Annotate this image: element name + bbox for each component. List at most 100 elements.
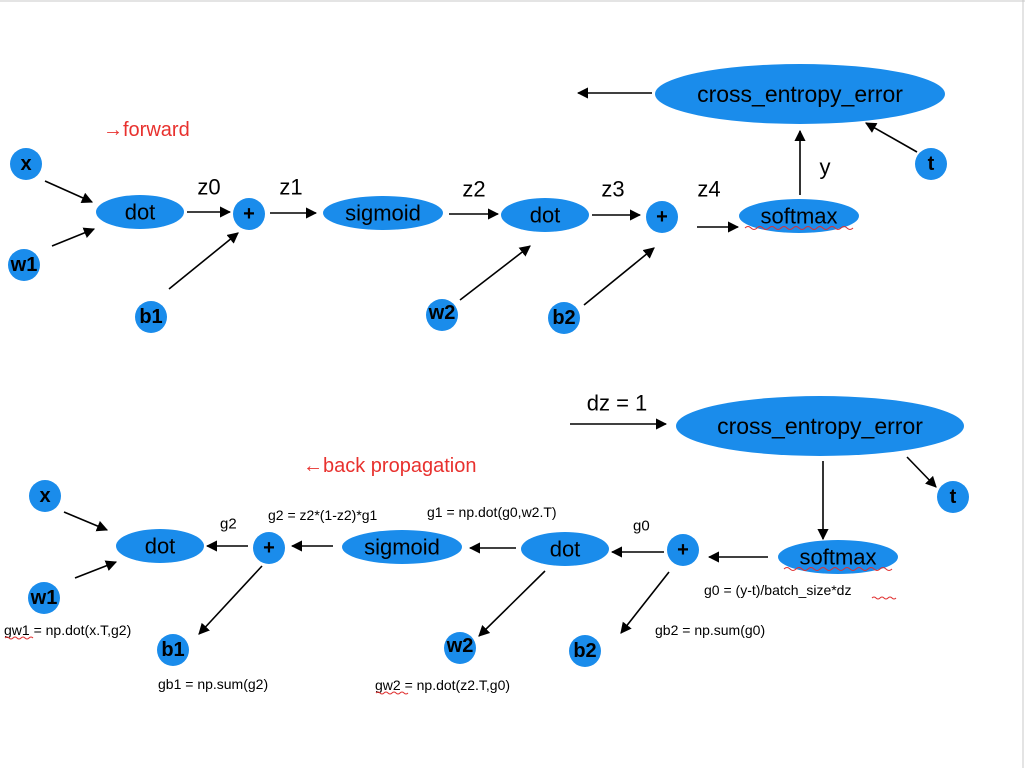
node-shape xyxy=(655,64,945,124)
node-label: t xyxy=(928,153,935,175)
backward-edges xyxy=(63,418,937,637)
forward-node-cee: cross_entropy_error xyxy=(655,64,945,124)
node-label: x xyxy=(20,153,31,175)
backward-node-w2: w2 xyxy=(444,632,476,664)
dz-label: dz = 1 xyxy=(587,391,648,416)
node-label: cross_entropy_error xyxy=(717,413,923,439)
node-shape xyxy=(233,198,265,230)
node-label: w1 xyxy=(10,254,38,276)
forward-node-b1: b1 xyxy=(135,301,167,333)
formula-g0: g0 = (y-t)/batch_size*dz xyxy=(704,582,851,598)
backward-node-dot2: dot xyxy=(521,532,609,566)
node-shape xyxy=(501,198,589,232)
spellcheck-underline xyxy=(783,567,893,571)
forward-node-w2: w2 xyxy=(426,299,458,331)
edge-label-y: y xyxy=(820,155,831,180)
arrow-x-dot xyxy=(44,180,94,204)
arrow-plus-b2 xyxy=(620,571,670,634)
forward-node-w1: w1 xyxy=(8,249,40,281)
node-shape xyxy=(915,148,947,180)
arrow-t-cee xyxy=(865,122,918,153)
backward-node-b2: b2 xyxy=(569,635,601,667)
formula-g1: g1 = np.dot(g0,w2.T) xyxy=(427,504,557,520)
edge-label-z4: z4 xyxy=(697,177,720,202)
node-label: x xyxy=(39,485,50,507)
formula-gw2: gw2 = np.dot(z2.T,g0) xyxy=(375,677,510,693)
backward-node-plus2: + xyxy=(667,534,699,566)
formula-gb1: gb1 = np.sum(g2) xyxy=(158,676,268,692)
node-label: dot xyxy=(530,203,561,228)
spellcheck-underline-gw1 xyxy=(4,636,34,640)
node-label: b2 xyxy=(573,640,596,662)
node-shape xyxy=(342,530,462,564)
backward-node-b1: b1 xyxy=(157,634,189,666)
formula-gb2: gb2 = np.sum(g0) xyxy=(655,622,765,638)
node-shape xyxy=(444,632,476,664)
arrow-b2-plus xyxy=(583,247,655,306)
arrow-cee-t xyxy=(906,456,937,488)
arrow-dot-w2 xyxy=(478,570,546,637)
forward-node-t: t xyxy=(915,148,947,180)
forward-node-b2: b2 xyxy=(548,302,580,334)
spellcheck-underline-dz xyxy=(871,596,897,600)
forward-node-x: x xyxy=(10,148,42,180)
forward-node-plus1: + xyxy=(233,198,265,230)
node-label: + xyxy=(263,537,275,559)
node-label: w2 xyxy=(428,302,456,324)
node-label: w1 xyxy=(30,587,58,609)
edge-label-z3: z3 xyxy=(601,177,624,202)
node-shape xyxy=(253,532,285,564)
node-shape xyxy=(426,299,458,331)
node-shape xyxy=(937,481,969,513)
node-label: + xyxy=(656,206,668,228)
node-label: dot xyxy=(550,537,581,562)
forward-title: →forward xyxy=(103,119,190,141)
arrow-b1-plus xyxy=(168,232,239,290)
edge-label-z2: z2 xyxy=(462,177,485,202)
node-shape xyxy=(646,201,678,233)
backward-node-x: x xyxy=(29,480,61,512)
backward-node-cee: cross_entropy_error xyxy=(676,396,964,456)
node-shape xyxy=(29,480,61,512)
node-label: sigmoid xyxy=(364,535,440,560)
edge-label-z0: z0 xyxy=(197,175,220,200)
arrow-w2-dot xyxy=(459,245,531,301)
backward-node-plus1: + xyxy=(253,532,285,564)
backward-node-sigmoid: sigmoid xyxy=(342,530,462,564)
node-label: b1 xyxy=(139,306,162,328)
node-shape xyxy=(8,249,40,281)
forward-node-dot2: dot xyxy=(501,198,589,232)
node-shape xyxy=(10,148,42,180)
node-shape xyxy=(739,199,859,233)
formula-gw1: gw1 = np.dot(x.T,g2) xyxy=(4,622,131,638)
node-shape xyxy=(569,635,601,667)
node-shape xyxy=(667,534,699,566)
node-label: w2 xyxy=(446,635,474,657)
node-label: softmax xyxy=(760,204,837,229)
node-label: + xyxy=(243,203,255,225)
arrow-w1-dot xyxy=(51,227,96,247)
arrow-plus-b1 xyxy=(198,565,263,635)
node-label: b1 xyxy=(161,639,184,661)
spellcheck-underline-gw2 xyxy=(375,691,409,695)
node-label: dot xyxy=(125,200,156,225)
node-label: dot xyxy=(145,534,176,559)
formula-g2: g2 = z2*(1-z2)*g1 xyxy=(268,507,378,523)
forward-node-dot1: dot xyxy=(96,195,184,229)
node-label: softmax xyxy=(799,545,876,570)
node-shape xyxy=(135,301,167,333)
edge-label-g0: g0 xyxy=(633,518,650,535)
node-label: b2 xyxy=(552,307,575,329)
spellcheck-underline xyxy=(744,226,854,230)
forward-edges xyxy=(44,87,918,306)
node-shape xyxy=(157,634,189,666)
backward-node-t: t xyxy=(937,481,969,513)
node-shape xyxy=(778,540,898,574)
edge-label-g2: g2 xyxy=(220,516,237,533)
arrow-x-dot-back xyxy=(63,511,109,532)
backward-title: ←back propagation xyxy=(303,455,476,477)
forward-node-plus2: + xyxy=(646,201,678,233)
forward-node-sigmoid: sigmoid xyxy=(323,196,443,230)
node-label: t xyxy=(950,486,957,508)
